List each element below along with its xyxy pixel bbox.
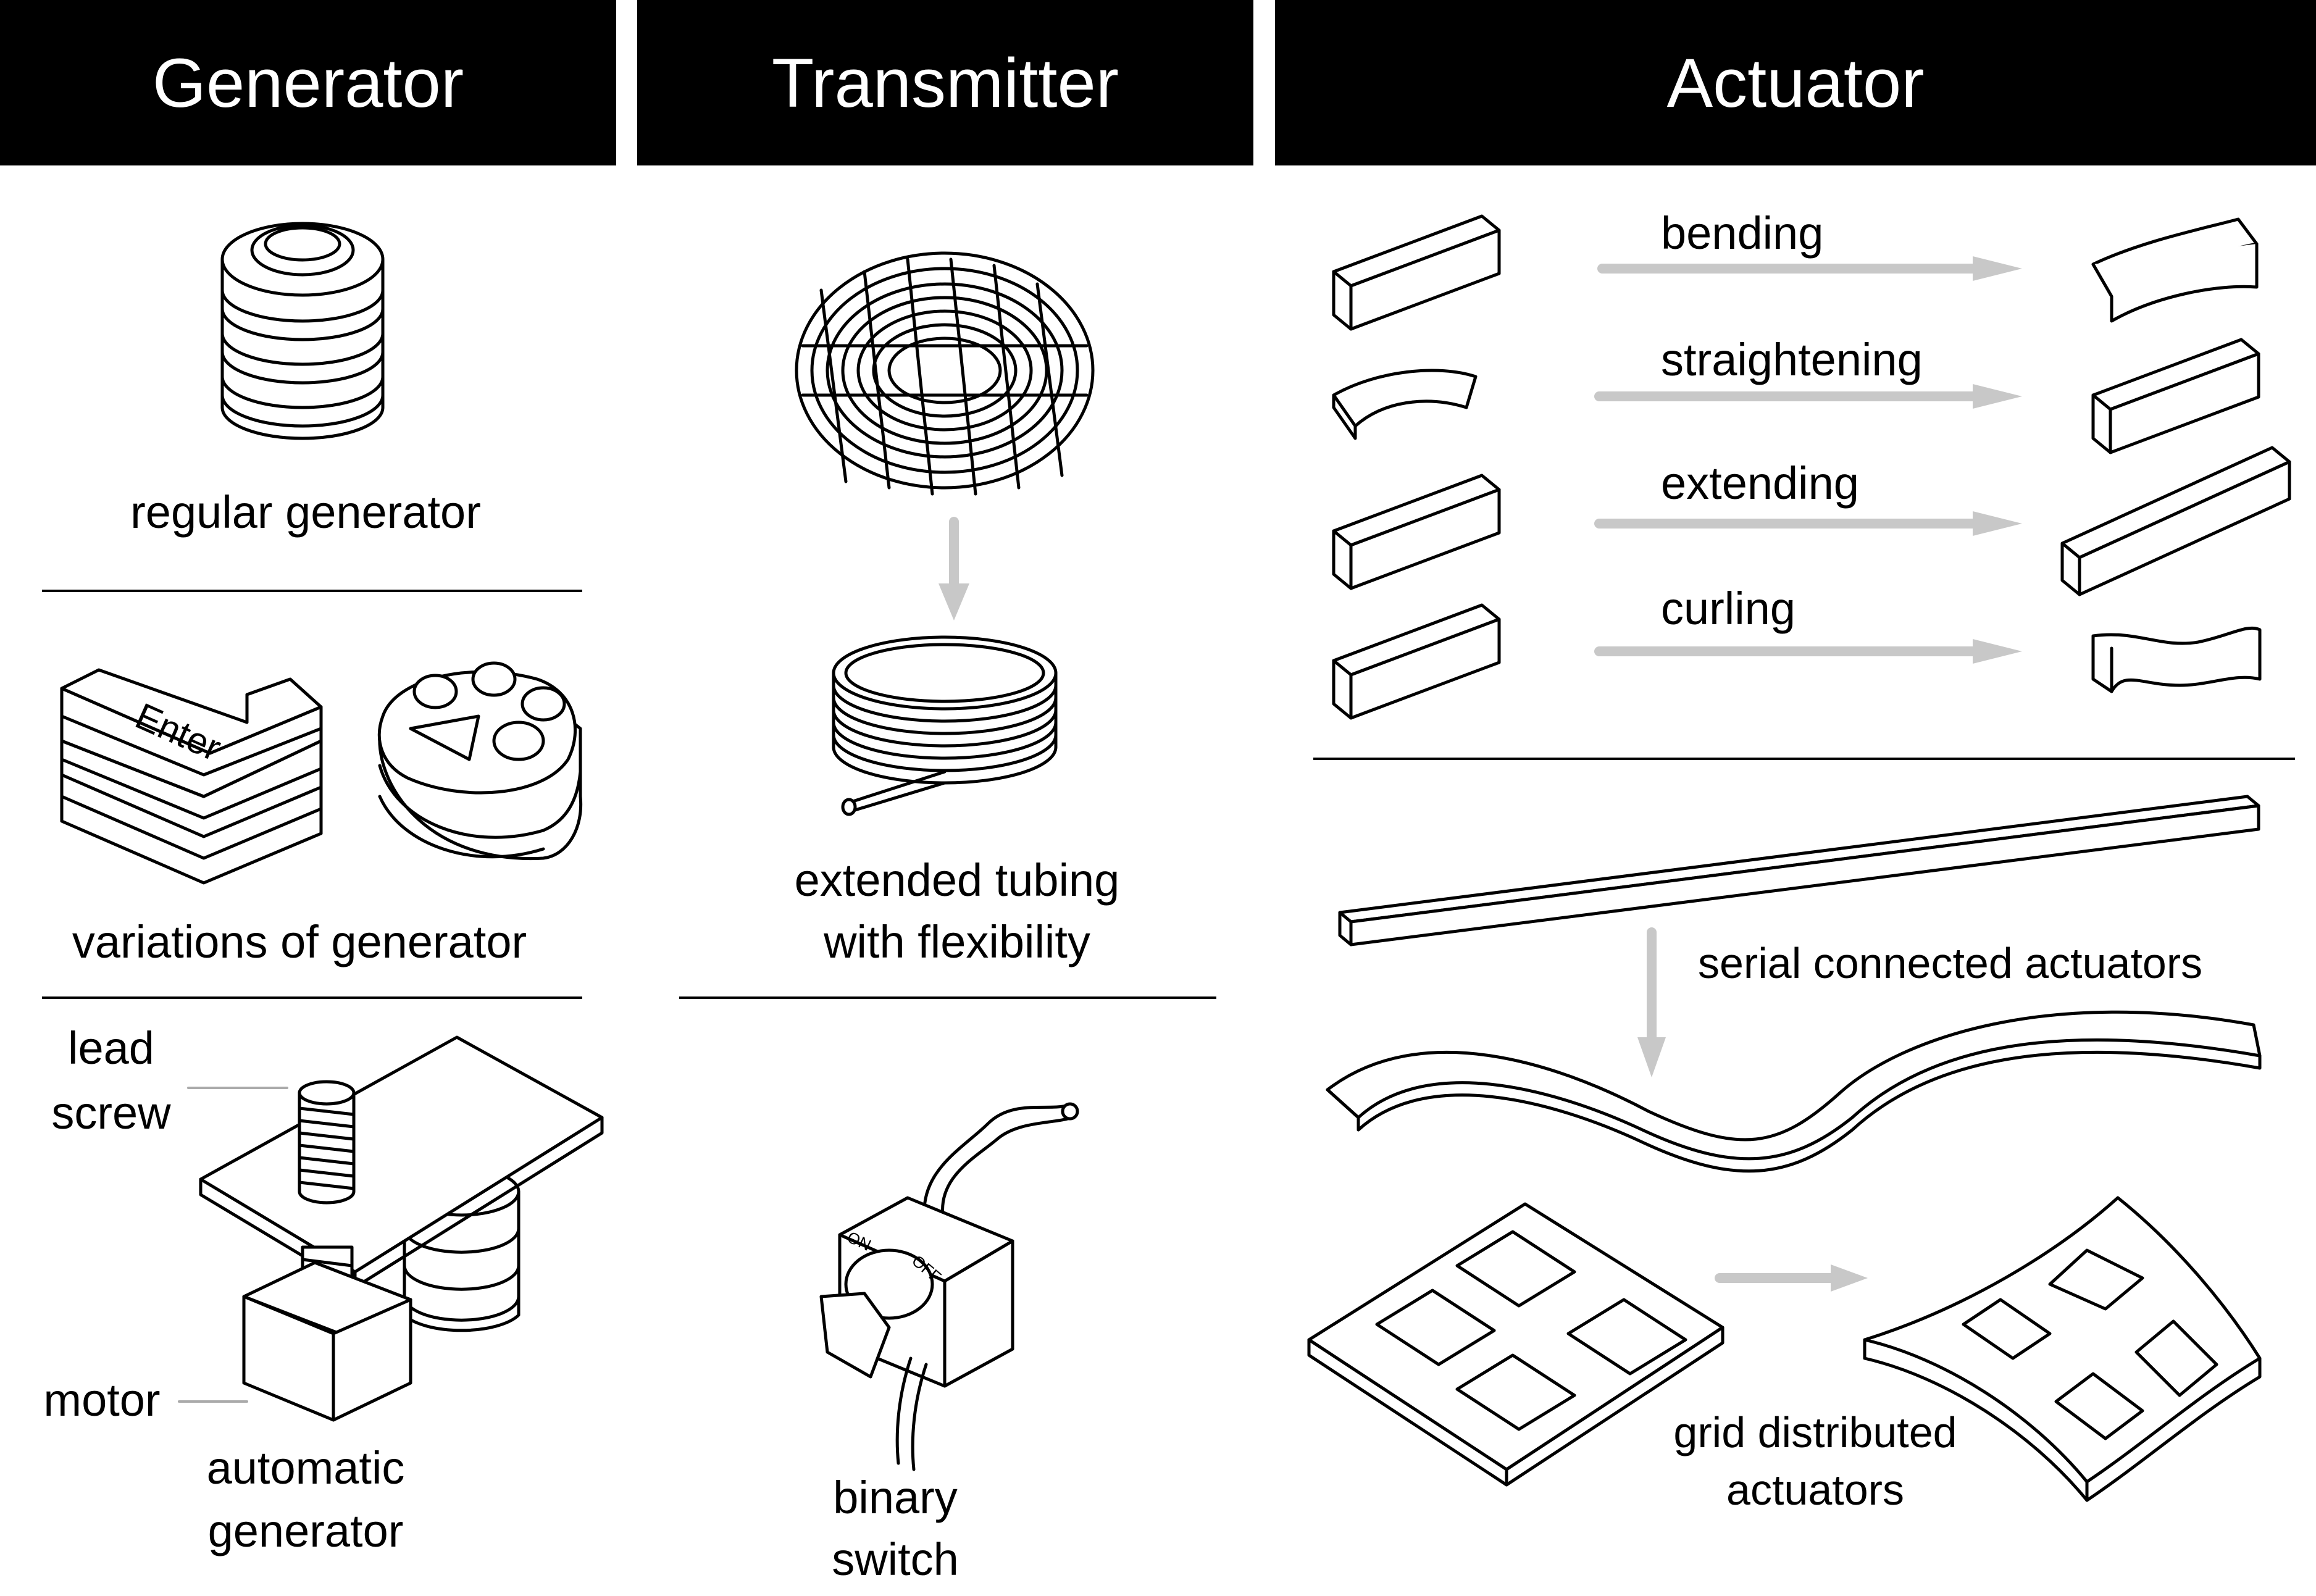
actuator-arrows	[1594, 256, 2022, 664]
header-actuator: Actuator	[1275, 0, 2316, 165]
label-grid-distributed-line2: actuators	[1726, 1466, 1904, 1514]
label-serial-connected-actuators: serial connected actuators	[1698, 939, 2203, 987]
automatic-generator-illustration	[178, 1035, 604, 1422]
enter-key-generator-illustration: Enter	[60, 668, 323, 885]
tubing-arrow-head	[939, 583, 969, 620]
label-extending: extending	[1661, 457, 1859, 509]
actuator-divider	[1313, 758, 2295, 760]
label-lead: lead	[68, 1022, 154, 1074]
label-bending: bending	[1661, 207, 1824, 259]
grid-arrow-head	[1831, 1264, 1868, 1292]
extended-tubing-illustration	[832, 635, 1058, 816]
label-regular-generator: regular generator	[130, 487, 481, 538]
grid-actuator-flat	[1307, 1202, 1724, 1487]
label-binary-switch-line2: switch	[832, 1534, 959, 1585]
label-straightening: straightening	[1661, 334, 1923, 385]
transmitter-divider	[679, 996, 1216, 999]
header-generator: Generator	[0, 0, 616, 165]
label-motor: motor	[43, 1374, 161, 1426]
actuator-blocks-left	[1332, 214, 1501, 720]
label-curling: curling	[1661, 583, 1796, 634]
generator-divider-1	[42, 590, 582, 592]
label-automatic-generator-line1: automatic	[206, 1442, 405, 1494]
regular-generator-illustration	[220, 222, 385, 440]
serial-actuator-wave	[1326, 1010, 2262, 1173]
label-binary-switch-line1: binary	[833, 1472, 958, 1523]
binary-switch-illustration: ON OFF	[819, 1102, 1079, 1471]
grid-actuator-curved	[1863, 1196, 2262, 1502]
label-extended-tubing-line1: extended tubing	[794, 854, 1120, 906]
label-automatic-generator-line2: generator	[207, 1505, 404, 1556]
label-extended-tubing-line2: with flexibility	[824, 916, 1090, 967]
label-variations-of-generator: variations of generator	[72, 916, 527, 967]
header-transmitter: Transmitter	[637, 0, 1253, 165]
label-screw: screw	[51, 1087, 171, 1139]
label-grid-distributed-line1: grid distributed	[1673, 1408, 1957, 1456]
paw-generator-illustration	[377, 661, 583, 861]
actuator-results-right	[2060, 217, 2291, 693]
serial-actuator-long-bar	[1338, 795, 2260, 946]
serial-arrow-head	[1637, 1037, 1666, 1077]
coiled-tubing-illustration	[795, 251, 1095, 496]
generator-divider-2	[42, 996, 582, 999]
